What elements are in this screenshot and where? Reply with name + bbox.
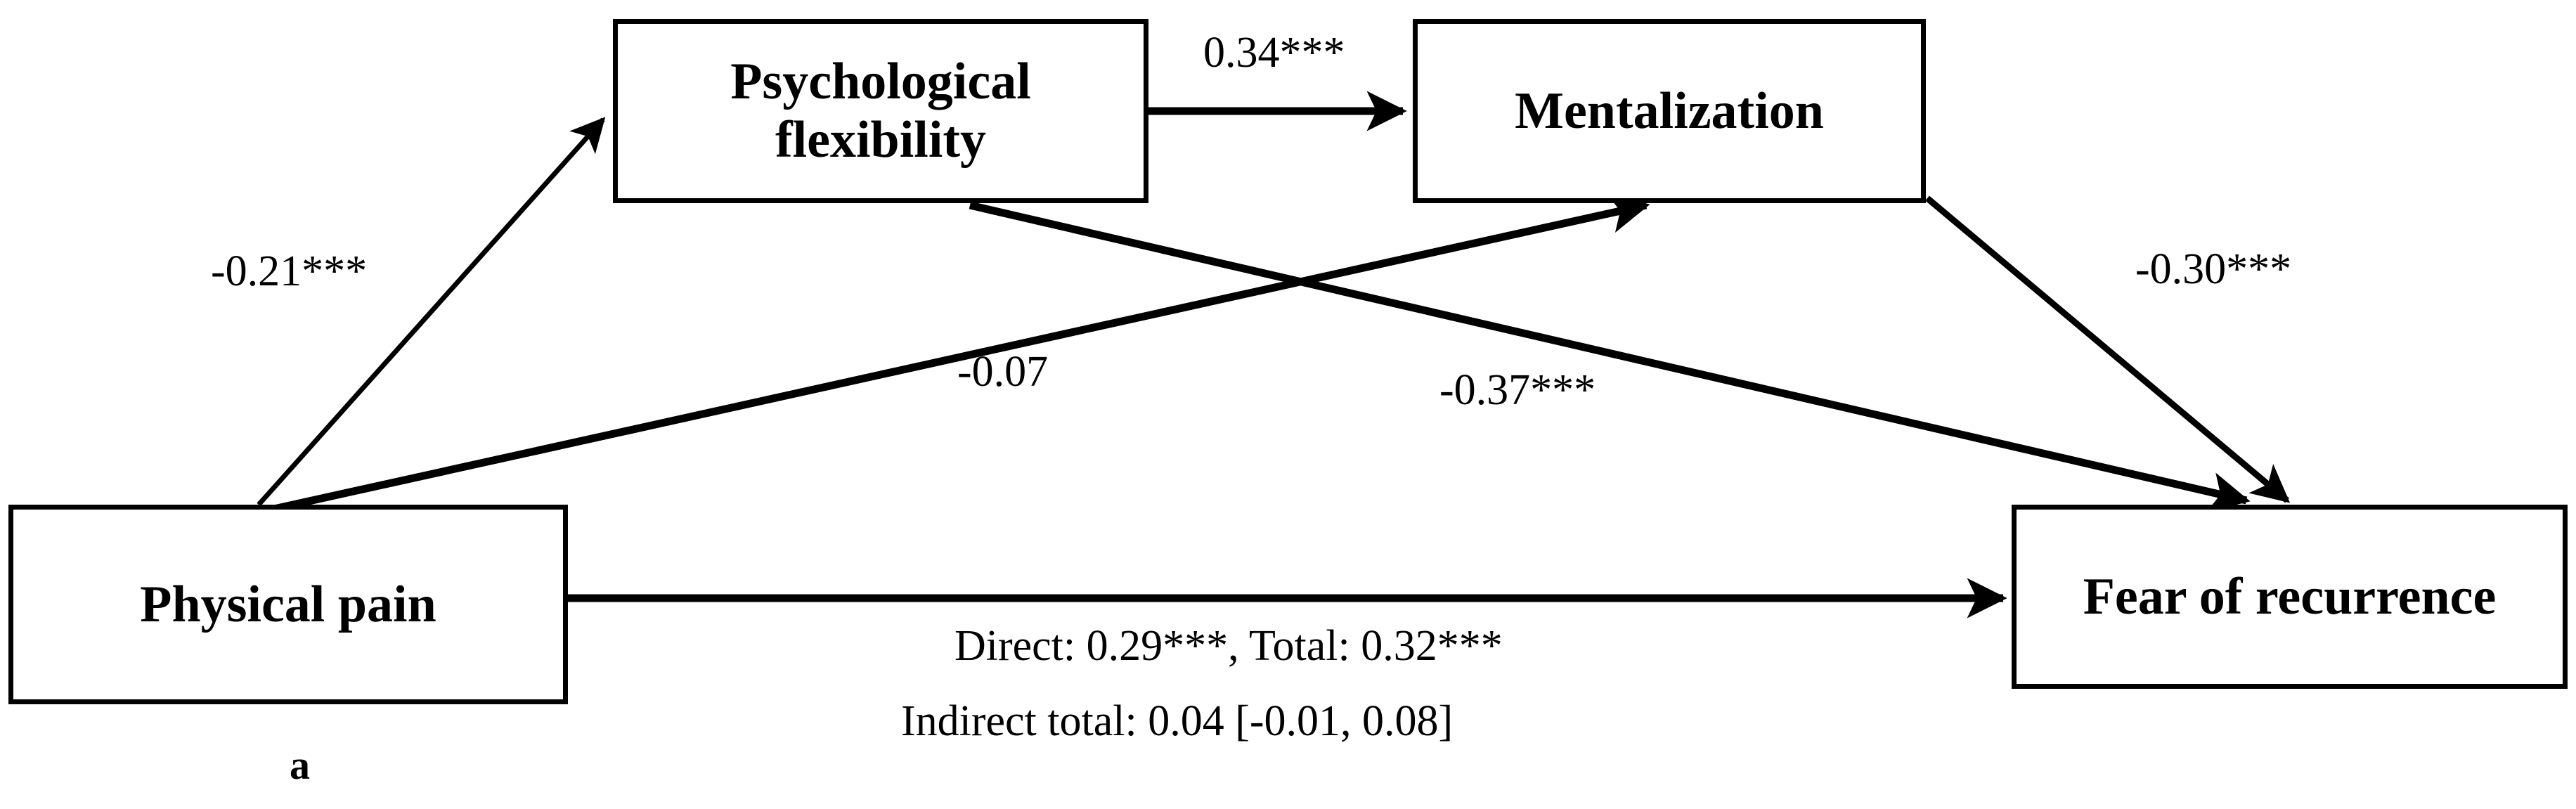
edge-pain-to-flexibility [257, 117, 606, 507]
panel-letter: a [290, 742, 310, 788]
edge-flexibility-to-fear [969, 201, 2251, 512]
path-label-pain-to-mentalization: -0.07 [957, 348, 1049, 396]
node-physical-pain[interactable]: Physical pain [8, 505, 568, 704]
path-label-flexibility-to-mentalization: 0.34*** [1203, 29, 1345, 77]
direct-and-total-effect-text: Direct: 0.29***, Total: 0.32*** [954, 622, 1503, 670]
node-physical-pain-label: Physical pain [140, 575, 436, 633]
node-psychological-flexibility-label: Psychological flexibility [730, 53, 1031, 169]
path-label-mentalization-to-fear: -0.30*** [2135, 245, 2292, 293]
edge-mentalization-to-fear [1925, 195, 2291, 503]
node-mentalization-label: Mentalization [1515, 82, 1824, 140]
node-psychological-flexibility[interactable]: Psychological flexibility [613, 19, 1148, 203]
node-mentalization[interactable]: Mentalization [1413, 19, 1926, 203]
path-label-flexibility-to-fear: -0.37*** [1439, 366, 1596, 414]
node-fear-of-recurrence-label: Fear of recurrence [2083, 567, 2497, 626]
edge-pain-to-mentalization [260, 193, 1650, 516]
indirect-total-effect-text: Indirect total: 0.04 [-0.01, 0.08] [901, 697, 1454, 745]
path-label-pain-to-flexibility: -0.21*** [211, 247, 368, 295]
node-fear-of-recurrence[interactable]: Fear of recurrence [2012, 505, 2568, 689]
